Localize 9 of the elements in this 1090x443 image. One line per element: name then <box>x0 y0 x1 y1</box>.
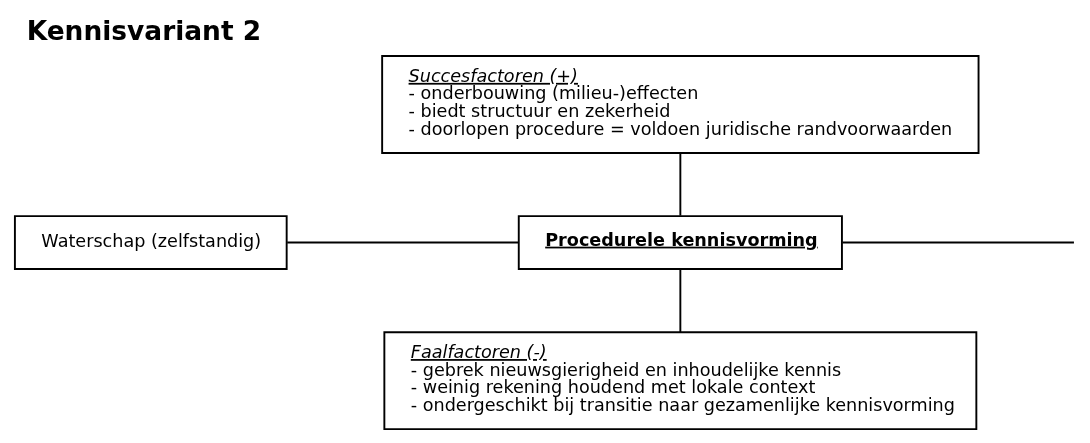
node-box: Waterschap (zelfstandig) <box>13 214 288 270</box>
node-box: Procedurele kennisvorming <box>517 214 843 270</box>
node-box: Faalfactoren (-) - gebrek nieuwsgierigheid en inhoudelijke kennis - weinig rekening houdend met lokale context - ondergeschikt bij transitie naar gezamenlijke kennisvorming <box>383 330 978 430</box>
connector <box>841 241 1075 244</box>
diagram-title: Kennisvariant 2 <box>26 14 262 46</box>
node-box: Succesfactoren (+) - onderbouwing (milieu-)effecten - biedt structuur en zekerheid - doorlopen procedure = voldoen juridische randvoorwaarden <box>381 54 980 154</box>
connector <box>679 151 682 217</box>
connector <box>679 267 682 333</box>
connector <box>286 241 520 244</box>
